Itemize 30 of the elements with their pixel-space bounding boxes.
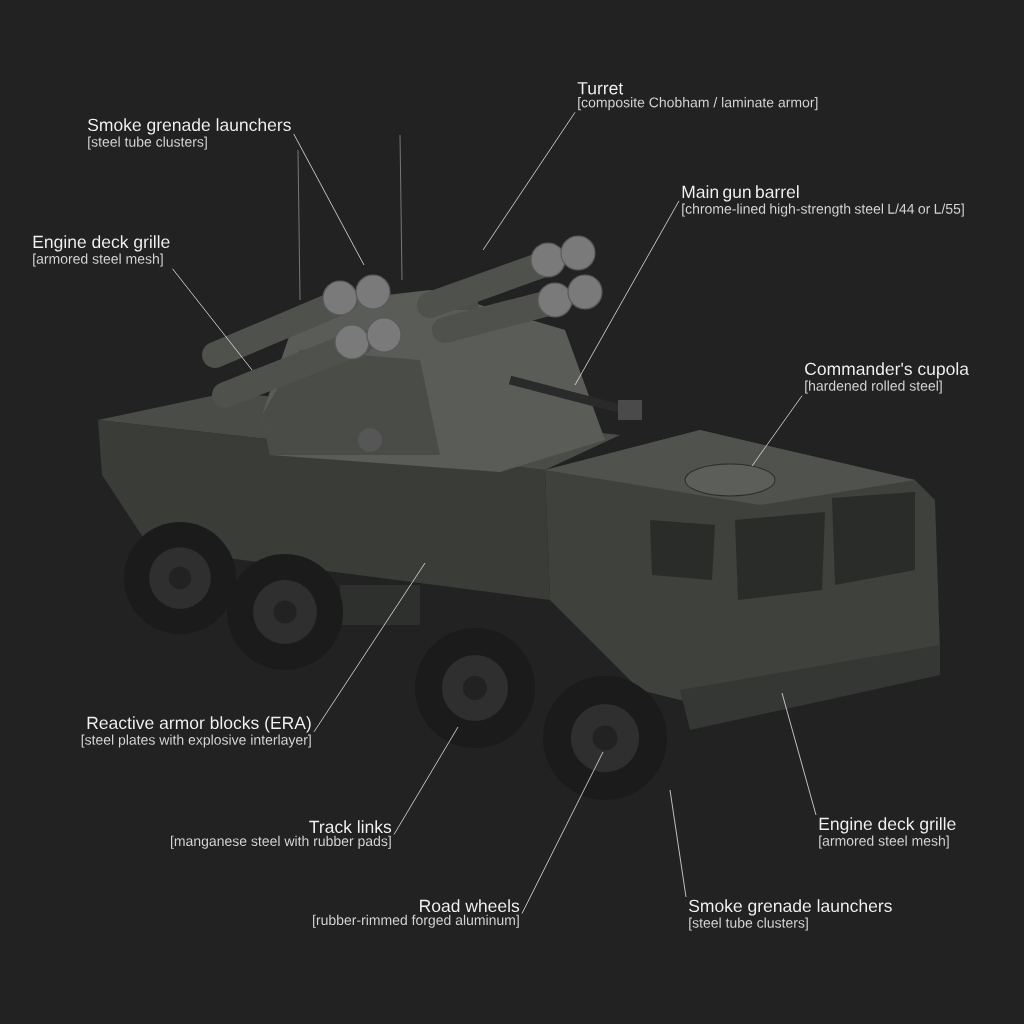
material-note: [rubber-rimmed forged aluminum] <box>313 914 519 928</box>
leader-line <box>482 111 576 251</box>
material-note: [steel plates with explosive interlayer] <box>81 734 311 748</box>
part-name: Commander's cupola <box>805 362 969 379</box>
material-note: [chrome-lined high-strength steel L/44 or L/55] <box>682 203 964 217</box>
material-note: [armored steel mesh] <box>33 253 163 267</box>
part-name: Smoke grenade launchers <box>88 118 291 135</box>
material-note: [hardened rolled steel] <box>805 380 942 394</box>
leader-line <box>293 133 365 266</box>
leader-line <box>313 562 426 733</box>
material-note: [armored steel mesh] <box>819 835 949 849</box>
leader-line <box>393 726 459 835</box>
leader-line <box>669 789 687 898</box>
leader-line <box>172 268 253 371</box>
part-name: Track links <box>309 820 392 834</box>
part-name: Road wheels <box>420 899 520 913</box>
part-name: Reactive armor blocks (ERA) <box>87 716 311 733</box>
part-name: Turret <box>577 82 624 95</box>
material-note: [steel tube clusters] <box>88 136 207 150</box>
leader-line <box>781 692 817 816</box>
part-name: Engine deck grille <box>819 817 956 834</box>
material-note: [composite Chobham / laminate armor] <box>578 97 818 111</box>
leader-line <box>751 395 803 467</box>
leader-line <box>574 200 680 386</box>
material-note: [steel tube clusters] <box>689 917 808 931</box>
material-note: [manganese steel with rubber pads] <box>171 835 391 849</box>
part-name: Engine deck grille <box>33 235 170 252</box>
part-name: Main gun barrel <box>682 185 799 202</box>
part-name: Smoke grenade launchers <box>689 899 892 916</box>
leader-line <box>521 751 604 914</box>
